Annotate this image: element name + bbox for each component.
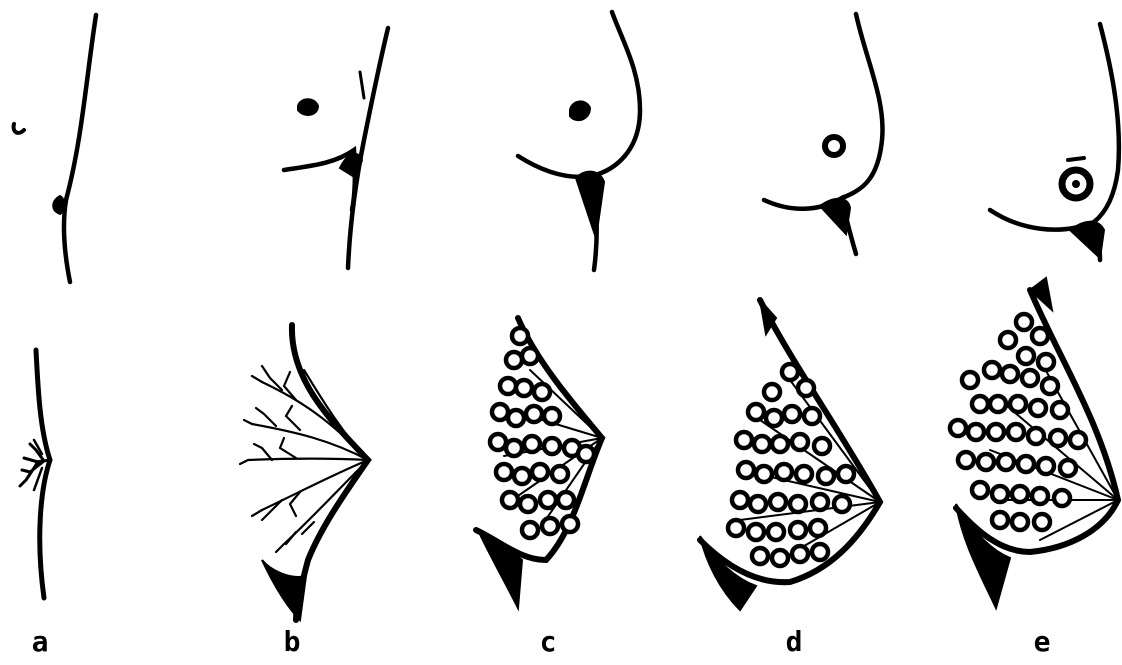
panel-label-a: a [20, 626, 60, 658]
panel-label-e: e [1022, 626, 1062, 658]
panel-c-external-profile [518, 12, 640, 270]
panel-b-external-profile [284, 28, 388, 268]
panel-d-internal-lobules [700, 300, 880, 610]
panel-label-c: c [528, 626, 568, 658]
panel-label-d: d [774, 626, 814, 658]
panel-e-internal-lobules [950, 278, 1118, 608]
panel-b-internal-ducts [240, 325, 368, 620]
panel-a-external-profile [14, 15, 96, 282]
panel-a-internal-ducts [20, 350, 50, 598]
panel-e-external-profile [990, 24, 1119, 260]
panel-d-external-profile [764, 14, 883, 254]
panel-c-internal-lobules [476, 318, 602, 608]
panel-label-b: b [272, 626, 312, 658]
